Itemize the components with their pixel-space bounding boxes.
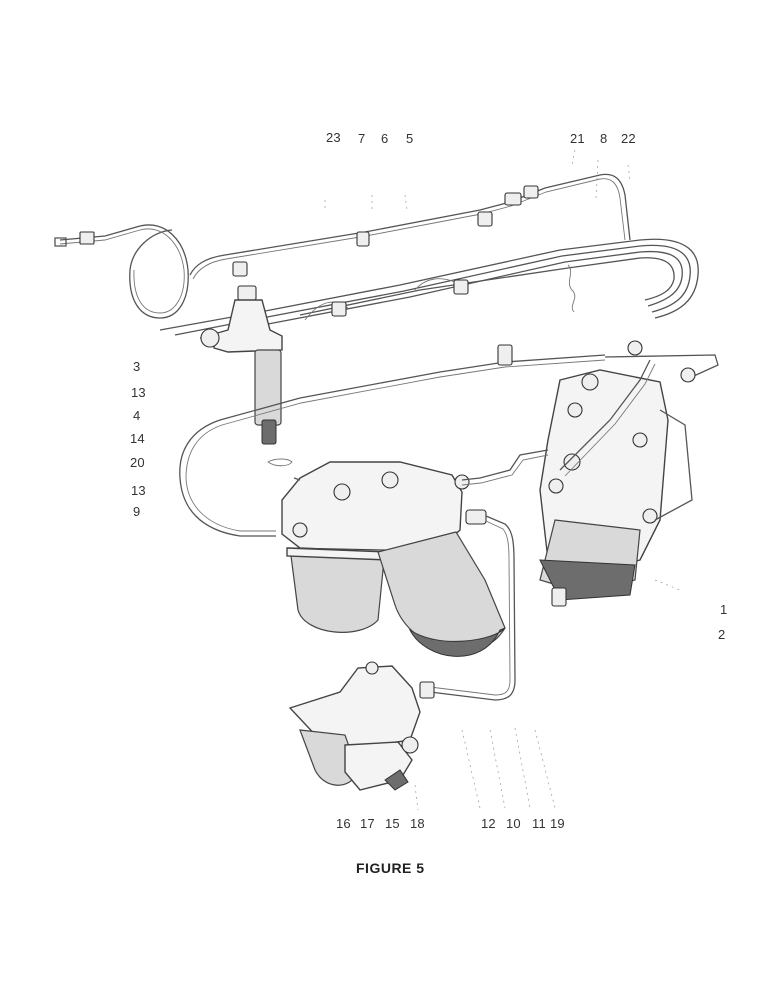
spill-pipe: [179, 344, 719, 537]
callout-17: 17: [360, 816, 375, 831]
fuel-filter: [281, 461, 506, 657]
injector: [200, 285, 293, 467]
callout-14: 14: [130, 431, 145, 446]
callout-2: 2: [718, 627, 726, 642]
callout-19: 19: [550, 816, 565, 831]
injection-pump: [539, 340, 693, 607]
callout-15: 15: [385, 816, 400, 831]
callout-13a: 13: [131, 385, 146, 400]
callout-13b: 13: [131, 483, 146, 498]
leak-off-pipe: [189, 173, 631, 280]
callout-10: 10: [506, 816, 521, 831]
callout-11: 11: [532, 816, 546, 831]
callout-23: 23: [326, 130, 341, 145]
callout-8: 8: [600, 131, 608, 146]
callout-12: 12: [481, 816, 496, 831]
callout-18: 18: [410, 816, 425, 831]
leader-lines: [324, 149, 681, 811]
callout-1: 1: [720, 602, 728, 617]
return-pipe-coil: [54, 224, 189, 319]
callout-21: 21: [570, 131, 585, 146]
callout-6: 6: [381, 131, 389, 146]
injector-pipe-bundle: [159, 238, 699, 339]
lift-pump-pipe: [419, 515, 516, 701]
feed-pipe: [461, 449, 549, 486]
figure-caption: FIGURE 5: [356, 860, 425, 876]
callout-3: 3: [133, 359, 141, 374]
callout-5: 5: [406, 131, 414, 146]
callout-9: 9: [133, 504, 141, 519]
callout-22: 22: [621, 131, 636, 146]
lift-pump: [288, 661, 421, 791]
callout-7: 7: [358, 131, 366, 146]
callout-16: 16: [336, 816, 351, 831]
callout-20: 20: [130, 455, 145, 470]
callout-4: 4: [133, 408, 141, 423]
